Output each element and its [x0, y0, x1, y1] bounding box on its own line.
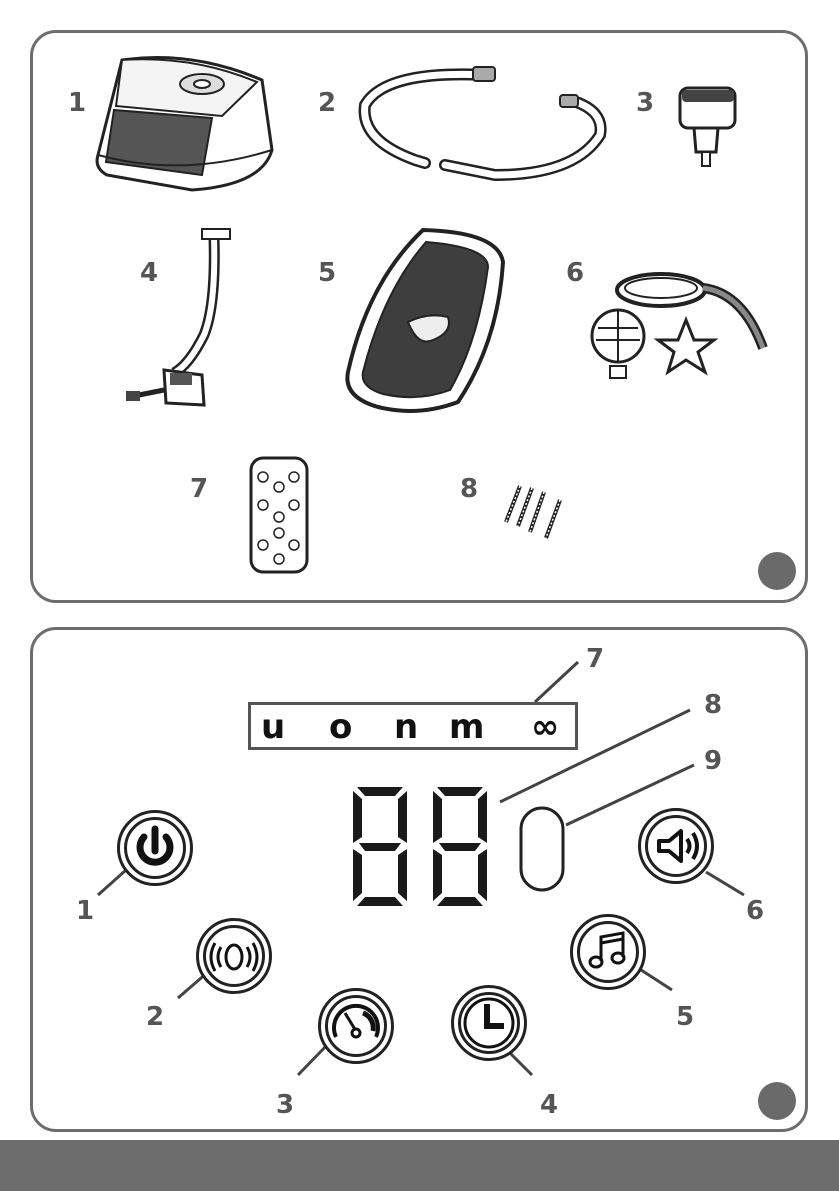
rocker-base-icon: [92, 50, 277, 195]
seat-fabric-icon: [338, 222, 508, 417]
part-number-1: 1: [68, 90, 86, 116]
mode-glyph-u: u: [261, 707, 285, 747]
callout-5: 5: [676, 1004, 694, 1030]
frame-tube-icon: [355, 65, 615, 190]
screws-icon: [500, 482, 570, 542]
timer-clock-icon: [454, 988, 524, 1058]
footer-bar: [0, 1140, 839, 1191]
callout-9: 9: [704, 748, 722, 774]
mode-glyph-m: m: [449, 707, 484, 747]
seven-segment-display-icon: [345, 785, 495, 910]
callout-6: 6: [746, 898, 764, 924]
mode-indicator-box: u o n m ∞: [248, 702, 578, 750]
part-number-7: 7: [190, 476, 208, 502]
music-note-icon: [573, 917, 643, 987]
callout-8: 8: [704, 692, 722, 718]
callout-3: 3: [276, 1092, 294, 1118]
power-button[interactable]: [117, 810, 193, 886]
volume-button[interactable]: [638, 808, 714, 884]
mode-glyph-o: o: [329, 707, 352, 747]
volume-speaker-icon: [641, 811, 711, 881]
power-icon: [120, 813, 190, 883]
music-button[interactable]: [570, 914, 646, 990]
toy-mobile-icon: [578, 268, 778, 398]
mode-glyph-infinity: ∞: [531, 707, 559, 747]
remote-control-icon: [248, 455, 310, 575]
mobile-arm-icon: [124, 225, 244, 415]
part-number-3: 3: [636, 90, 654, 116]
speed-gauge-icon: [321, 991, 391, 1061]
part-number-5: 5: [318, 260, 336, 286]
part-number-2: 2: [318, 90, 336, 116]
vibration-icon: [199, 921, 269, 991]
callout-2: 2: [146, 1004, 164, 1030]
vibration-button[interactable]: [196, 918, 272, 994]
callout-1: 1: [76, 898, 94, 924]
part-number-8: 8: [460, 476, 478, 502]
indicator-light-icon: [518, 805, 566, 893]
timer-button[interactable]: [451, 985, 527, 1061]
corner-dot-bottom: [758, 1082, 796, 1120]
callout-4: 4: [540, 1092, 558, 1118]
callout-7: 7: [586, 646, 604, 672]
corner-dot-top: [758, 552, 796, 590]
adapter-plug-icon: [672, 82, 742, 172]
mode-glyph-n: n: [394, 707, 418, 747]
speed-button[interactable]: [318, 988, 394, 1064]
